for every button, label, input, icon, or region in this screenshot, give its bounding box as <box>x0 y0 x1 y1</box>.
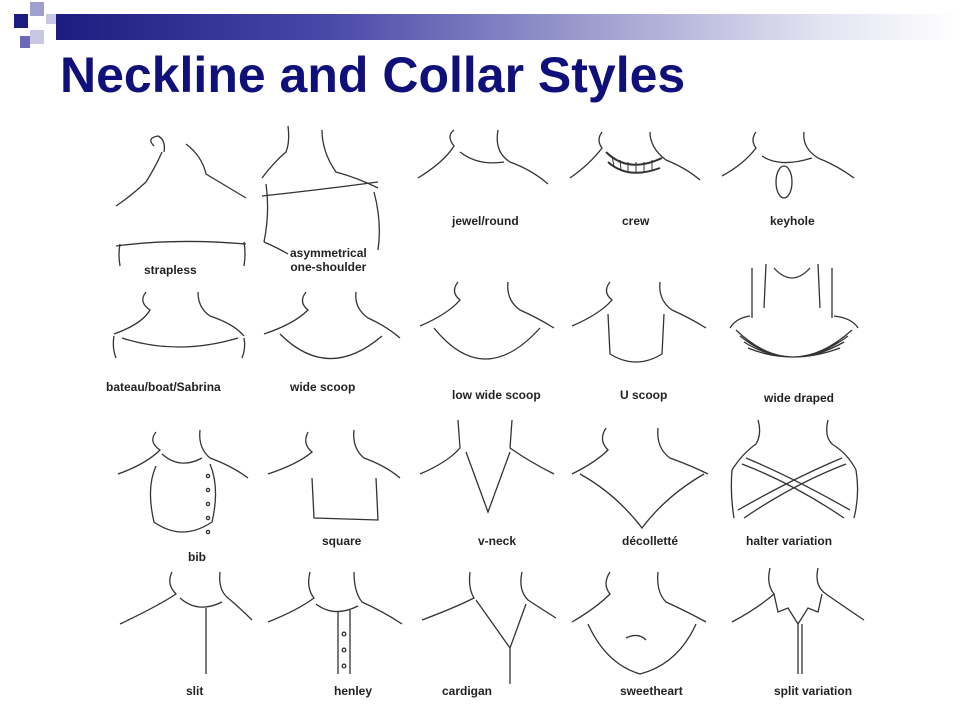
label-henley: henley <box>334 684 373 698</box>
sketch-u-scoop <box>566 270 716 420</box>
sketch-slit <box>110 564 260 714</box>
sketch-bateau <box>106 278 256 428</box>
corner-square-light-1 <box>30 2 44 16</box>
sketch-crew <box>566 122 716 272</box>
sketch-bib <box>106 418 256 568</box>
sketch-keyhole <box>716 122 866 272</box>
label-asymmetrical-line1: asymmetrical <box>290 246 367 260</box>
label-strapless: strapless <box>144 263 197 277</box>
label-crew: crew <box>622 214 650 228</box>
label-asymmetrical: asymmetrical one-shoulder <box>290 246 367 274</box>
label-decollete: décolletté <box>622 534 679 548</box>
label-square: square <box>322 534 362 548</box>
sketch-halter <box>722 414 872 564</box>
sketch-sweetheart <box>566 564 716 714</box>
label-wide-draped: wide draped <box>764 391 835 405</box>
sketch-decollete <box>566 418 716 568</box>
sketch-wide-scoop <box>258 278 408 428</box>
sketch-jewel <box>414 122 564 272</box>
sketch-cardigan <box>414 562 564 712</box>
corner-square-light-2 <box>46 14 56 24</box>
label-asymmetrical-line2: one-shoulder <box>290 260 367 274</box>
corner-square-dark-1 <box>14 14 28 28</box>
label-jewel: jewel/round <box>452 214 519 228</box>
corner-square-light-3 <box>30 30 44 44</box>
sketch-asymmetrical <box>258 122 408 272</box>
label-cardigan: cardigan <box>442 684 493 698</box>
label-wide-scoop: wide scoop <box>290 380 356 394</box>
label-u-scoop: U scoop <box>620 388 668 402</box>
label-v-neck: v-neck <box>478 534 517 548</box>
sketch-low-wide-scoop <box>414 270 564 420</box>
header-band <box>56 14 960 40</box>
sketch-square <box>262 418 412 568</box>
label-low-wide-scoop: low wide scoop <box>452 388 541 402</box>
label-bateau: bateau/boat/Sabrina <box>106 380 221 394</box>
label-slit: slit <box>186 684 204 698</box>
label-keyhole: keyhole <box>770 214 815 228</box>
label-halter: halter variation <box>746 534 833 548</box>
label-split: split variation <box>774 684 853 698</box>
label-sweetheart: sweetheart <box>620 684 683 698</box>
sketch-strapless <box>106 126 256 276</box>
neckline-illustrations: strapless asymmetrical one-shoulder jewe… <box>96 118 866 710</box>
label-bib: bib <box>188 550 206 564</box>
sketch-v-neck <box>414 418 564 568</box>
sketch-henley <box>262 564 412 714</box>
sketch-split <box>722 564 872 714</box>
slide-title: Neckline and Collar Styles <box>60 47 686 103</box>
sketch-wide-draped <box>722 258 872 408</box>
corner-square-dark-2 <box>20 36 30 48</box>
